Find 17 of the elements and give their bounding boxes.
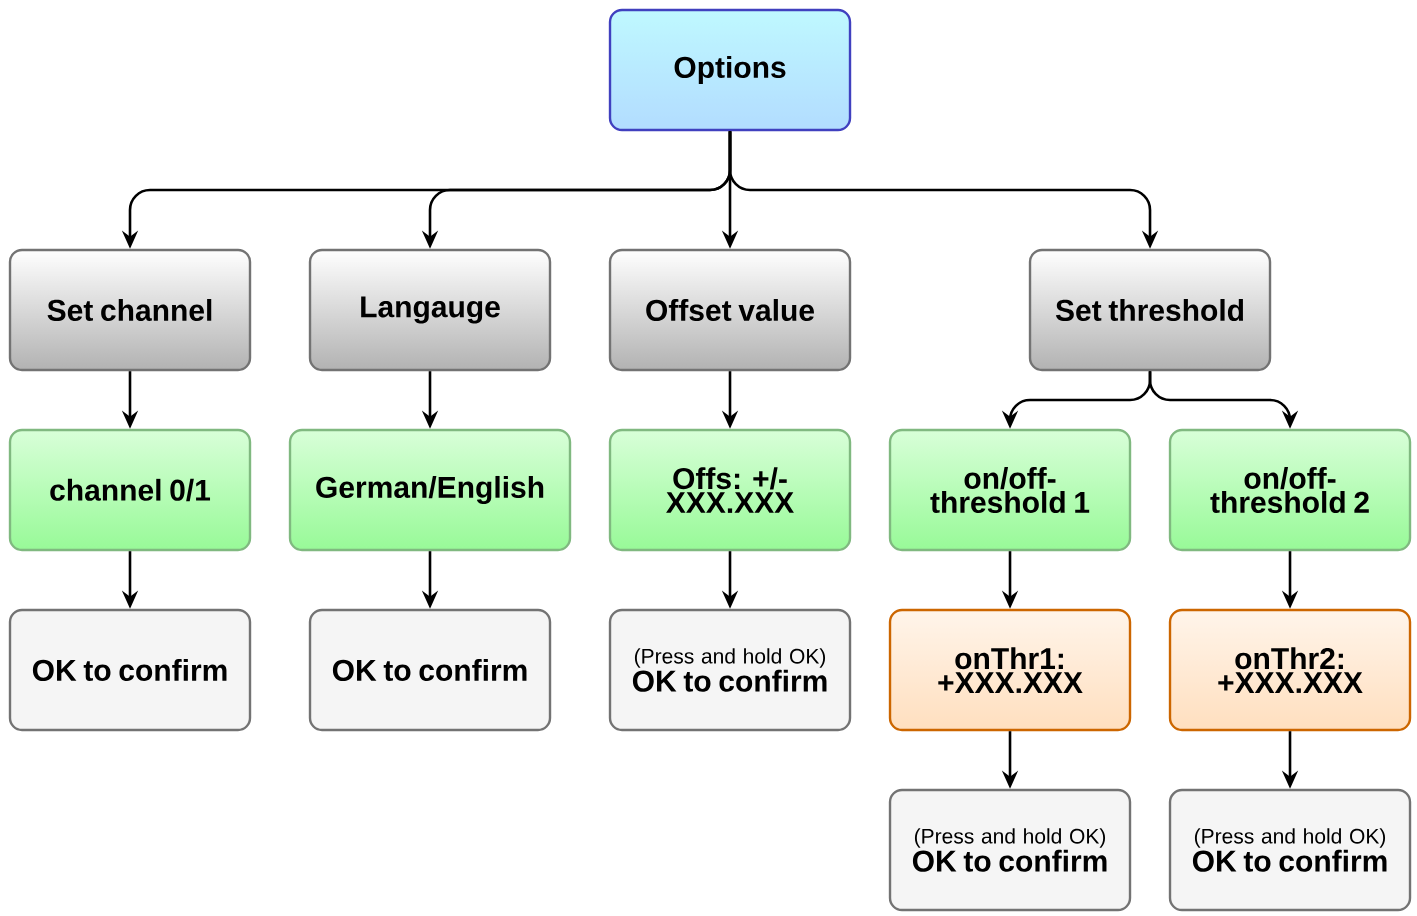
value-box: Offs: +/- XXX.XXX — [608, 428, 852, 552]
menu-box: Set channel — [8, 248, 252, 372]
menu-box: Langauge — [308, 248, 552, 372]
confirm-box: OK to confirm — [308, 608, 552, 732]
value-box: channel 0/1 — [8, 428, 252, 552]
confirm-box: (Press and hold OK) OK to confirm — [888, 788, 1132, 912]
menu-box: Offset value — [608, 248, 852, 372]
options-box: Options — [608, 8, 852, 132]
confirm-box: (Press and hold OK) OK to confirm — [608, 608, 852, 732]
value-box: on/off- threshold 1 — [888, 428, 1132, 552]
confirm-box: (Press and hold OK) OK to confirm — [1168, 788, 1412, 912]
value-box: on/off- threshold 2 — [1168, 428, 1412, 552]
menu-box: Set threshold — [1028, 248, 1272, 372]
threshold-box: onThr1: +XXX.XXX — [888, 608, 1132, 732]
confirm-box: OK to confirm — [8, 608, 252, 732]
threshold-box: onThr2: +XXX.XXX — [1168, 608, 1412, 732]
value-box: German/English — [288, 428, 572, 552]
